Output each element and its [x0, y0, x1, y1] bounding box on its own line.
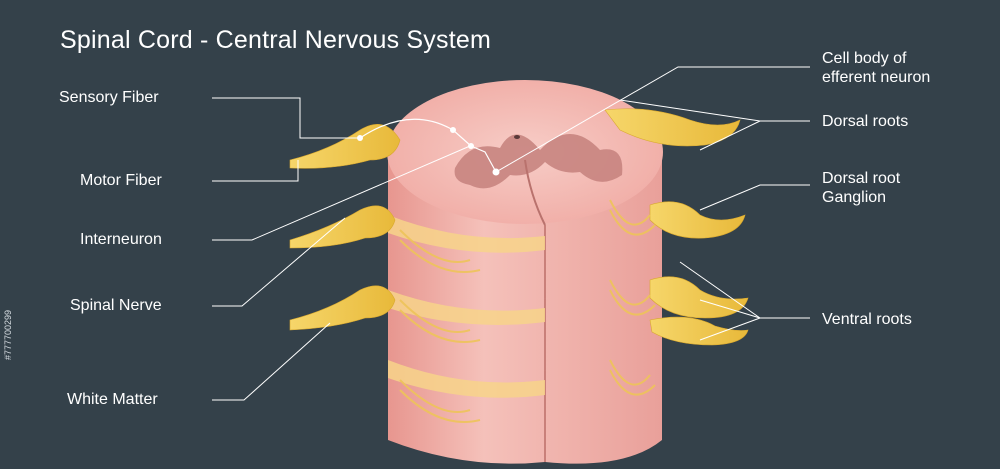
leader-lines — [212, 66, 810, 401]
label-motor-fiber: Motor Fiber — [80, 172, 162, 189]
label-cell-body-efferent-neuron: Cell body of efferent neuron — [822, 49, 930, 87]
page-title: Spinal Cord - Central Nervous System — [60, 26, 491, 54]
reflex-arc-path — [359, 118, 497, 173]
label-cell-body-line1: Cell body of — [822, 50, 907, 67]
label-white-matter: White Matter — [67, 391, 158, 408]
nerve-fibers — [399, 199, 656, 423]
segment-top — [387, 80, 663, 227]
label-dorsal-root-line2: Ganglion — [822, 189, 887, 206]
label-interneuron: Interneuron — [80, 231, 162, 248]
nerves — [289, 108, 749, 346]
label-sensory-fiber: Sensory Fiber — [59, 89, 159, 106]
label-dorsal-root-ganglion: Dorsal root Ganglion — [822, 169, 900, 207]
label-cell-body-line2: efferent neuron — [822, 69, 931, 86]
label-ventral-roots: Ventral roots — [822, 311, 912, 328]
label-dorsal-roots: Dorsal roots — [822, 113, 909, 130]
label-spinal-nerve: Spinal Nerve — [70, 297, 162, 314]
label-dorsal-root-line1: Dorsal root — [822, 170, 901, 187]
stock-id: #777700299 — [3, 309, 13, 360]
